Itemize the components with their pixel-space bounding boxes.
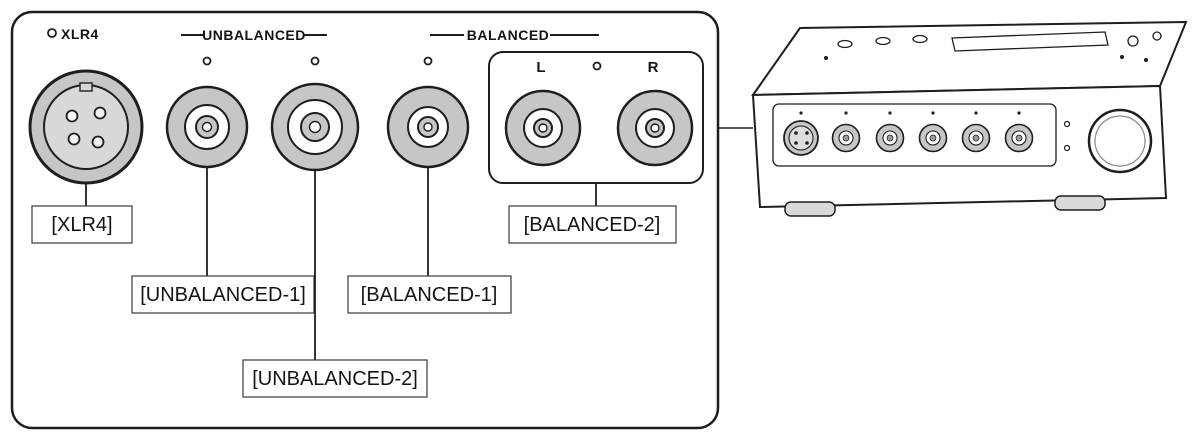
callout-box: [31, 205, 133, 244]
unbalanced-2-jack: [270, 82, 360, 172]
device-phone-jack: [961, 123, 991, 153]
xlr-pin: [93, 106, 107, 120]
jack-hole: [201, 121, 213, 133]
indicator-dot-icon: [202, 56, 212, 66]
device-foot: [784, 201, 836, 217]
front-dot-icon: [799, 111, 803, 115]
unbalanced-group-text: UNBALANCED: [202, 27, 306, 43]
top-button-icon: [1152, 31, 1162, 41]
callout-box: [131, 275, 315, 314]
top-button-icon: [912, 34, 928, 44]
xlr-inner-face: [43, 84, 129, 170]
top-display-slot: [951, 31, 1109, 52]
xlr4-marker-text: XLR4: [61, 26, 99, 42]
top-dot-icon: [1120, 55, 1124, 59]
top-button-icon: [837, 39, 853, 49]
right-channel-text: R: [648, 59, 659, 76]
device-foot: [1054, 195, 1106, 211]
jack-center: [1015, 134, 1023, 142]
callout-box: [347, 275, 512, 314]
balanced-group-header: BALANCED: [430, 27, 599, 43]
callout-balanced-2: [BALANCED-2]: [508, 183, 677, 244]
xlr-pin: [794, 141, 798, 145]
unbalanced-group-header: UNBALANCED: [181, 27, 327, 43]
front-dot-icon: [1063, 144, 1071, 152]
jack-hole: [308, 120, 322, 134]
connector-strip-outline: [772, 103, 1057, 167]
device-illustration: [751, 20, 1188, 217]
callout-box: [508, 205, 677, 244]
connector-panel: XLR4 UNBALANCED BALANCED L R: [10, 10, 720, 430]
front-dot-icon: [931, 111, 935, 115]
callout-box: [242, 359, 428, 398]
callout-text: [XLR4]: [51, 214, 112, 236]
unbalanced-1-jack: [165, 85, 249, 169]
balanced-group-text: BALANCED: [467, 27, 550, 43]
xlr-pin: [65, 109, 79, 123]
jack-center: [886, 134, 894, 142]
xlr-pin: [794, 131, 798, 135]
callout-unbalanced-1: [UNBALANCED-1]: [131, 168, 315, 314]
indicator-dot-icon: [592, 61, 602, 71]
device-front-connectors: [772, 103, 1071, 167]
indicator-dot-icon: [423, 56, 433, 66]
top-dot-icon: [1144, 58, 1148, 62]
device-top-controls: [824, 31, 1162, 62]
callout-text: [BALANCED-1]: [361, 284, 498, 306]
balanced-2-right-jack: [616, 89, 694, 167]
volume-knob: [1087, 108, 1153, 174]
xlr-pin: [67, 132, 81, 146]
top-dot-icon: [824, 56, 828, 60]
top-button-icon: [875, 36, 891, 46]
xlr-pin: [91, 135, 105, 149]
jack-hole: [650, 123, 660, 133]
jack-center: [972, 134, 980, 142]
device-xlr-jack: [783, 120, 819, 156]
xlr4-connector: [28, 69, 144, 185]
device-phone-jack: [831, 123, 861, 153]
jack-hole: [538, 123, 548, 133]
front-dot-icon: [1063, 120, 1071, 128]
balanced-1-jack: [386, 85, 470, 169]
callout-xlr4: [XLR4]: [31, 184, 133, 244]
device-phone-jack: [875, 123, 905, 153]
indicator-dot-icon: [310, 56, 320, 66]
callout-balanced-1: [BALANCED-1]: [347, 168, 512, 314]
callout-text: [UNBALANCED-1]: [140, 284, 306, 306]
jack-mid-ring: [788, 125, 814, 151]
callout-text: [UNBALANCED-2]: [252, 368, 418, 390]
xlr-keyway: [79, 82, 93, 92]
front-dot-icon: [844, 111, 848, 115]
xlr-pin: [805, 141, 809, 145]
knob-inner: [1094, 115, 1146, 167]
callout-text: [BALANCED-2]: [524, 214, 661, 236]
device-front-face: [751, 84, 1168, 209]
front-dot-icon: [1017, 111, 1021, 115]
xlr4-top-label: XLR4: [47, 26, 99, 42]
left-channel-text: L: [536, 59, 545, 76]
front-dot-icon: [888, 111, 892, 115]
indicator-dot-icon: [47, 28, 57, 38]
balanced-2-left-jack: [504, 89, 582, 167]
top-button-icon: [1127, 35, 1139, 47]
jack-hole: [423, 122, 433, 132]
xlr-pin: [805, 131, 809, 135]
device-phone-jack: [918, 123, 948, 153]
jack-center: [929, 134, 937, 142]
knob-outer: [1087, 108, 1153, 174]
front-dot-icon: [974, 111, 978, 115]
callout-unbalanced-2: [UNBALANCED-2]: [242, 171, 428, 398]
jack-center: [842, 134, 850, 142]
device-phone-jack: [1004, 123, 1034, 153]
